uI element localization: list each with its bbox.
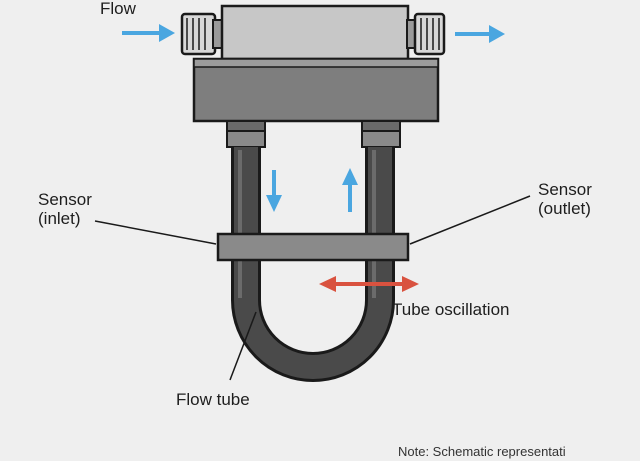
flow-tube-label: Flow tube — [176, 390, 250, 409]
sensor-outlet-label-line2: (outlet) — [538, 199, 591, 218]
inlet-fitting — [180, 12, 224, 56]
schematic-note: Note: Schematic representati — [398, 444, 566, 459]
top-body — [220, 4, 410, 61]
tube-oscillation-label: Tube oscillation — [392, 300, 510, 319]
flow-tube-leader — [229, 311, 257, 381]
sensor-inlet-label-line1: Sensor — [38, 190, 92, 209]
outlet-tube-nut — [361, 120, 401, 148]
sensor-bracket — [216, 232, 410, 262]
sensor-outlet-label-line1: Sensor — [538, 180, 592, 199]
inlet-flow-arrow-icon — [122, 24, 175, 42]
manifold-block — [192, 57, 440, 123]
inlet-tube-nut — [226, 120, 266, 148]
sensor-outlet-leader — [409, 195, 531, 245]
outlet-fitting — [406, 12, 446, 56]
tube-flow-down-arrow-icon — [266, 170, 282, 212]
outlet-flow-arrow-icon — [455, 25, 505, 43]
coriolis-flow-meter-diagram — [94, 4, 531, 382]
oscillation-double-arrow-icon — [319, 276, 419, 292]
sensor-inlet-label-line2: (inlet) — [38, 209, 81, 228]
tube-flow-up-arrow-icon — [342, 168, 358, 212]
flow-label: Flow — [100, 0, 136, 18]
sensor-inlet-leader — [94, 220, 217, 245]
